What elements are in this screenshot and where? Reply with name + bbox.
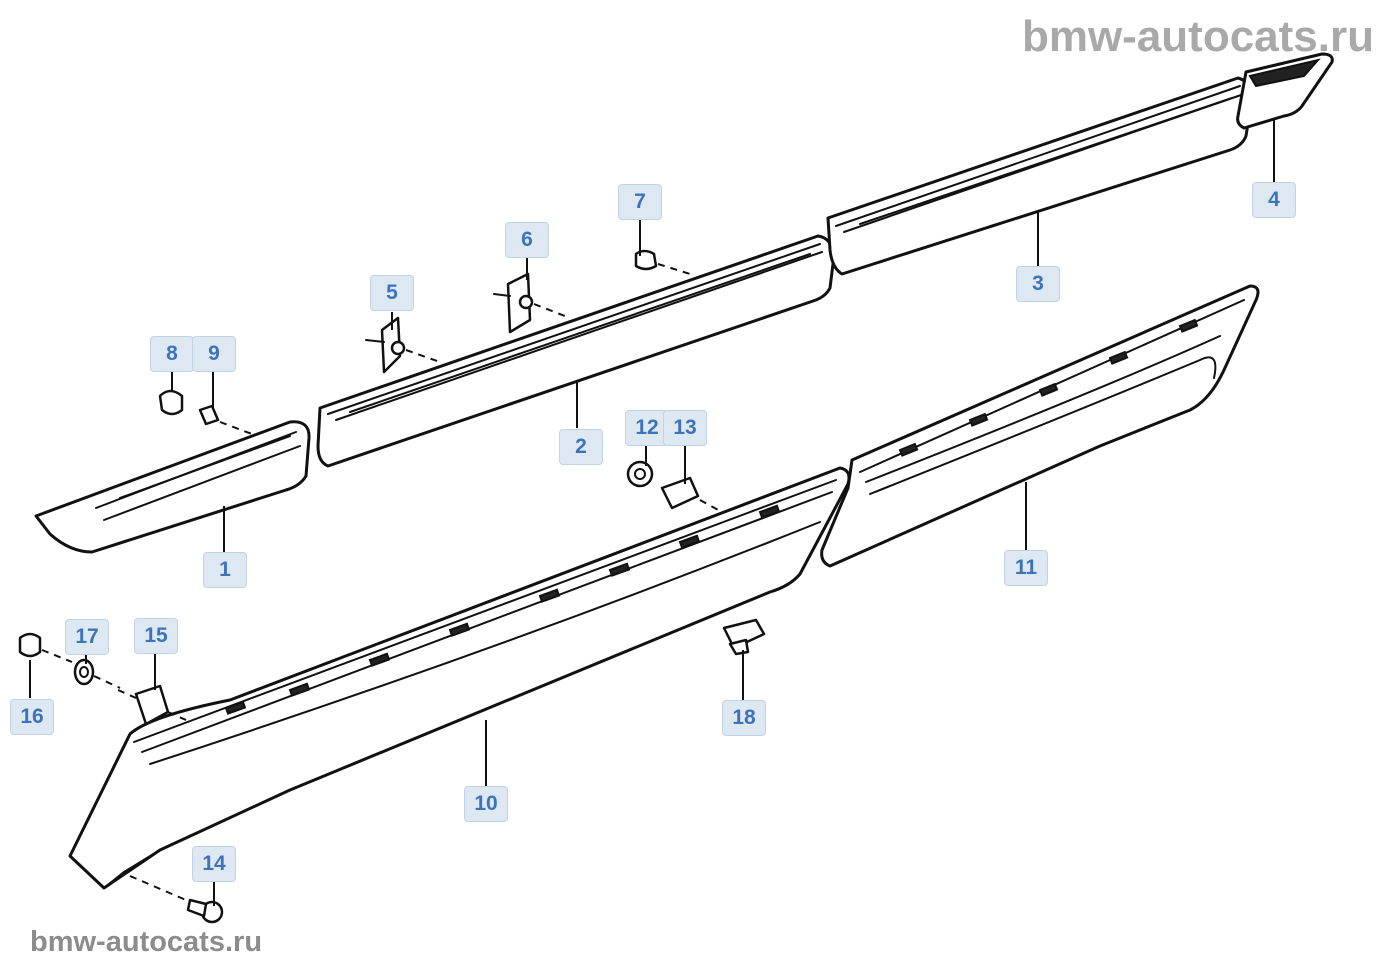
part-1-front-trim-strip [34,420,311,554]
part-6-clip [493,272,571,334]
callout-2[interactable]: 2 [559,429,603,465]
callout-17[interactable]: 17 [65,619,109,655]
callout-14[interactable]: 14 [192,846,236,882]
callout-11[interactable]: 11 [1004,550,1048,586]
callout-3[interactable]: 3 [1016,266,1060,302]
part-17-washer [73,658,121,689]
callout-6[interactable]: 6 [505,222,549,258]
part-16-nut [18,632,73,663]
part-5-clip [365,316,441,374]
part-12-nut [626,460,654,488]
callout-5[interactable]: 5 [370,275,414,311]
part-14-bolt [129,875,224,924]
part-3-rear-trim-strip [826,76,1254,276]
callout-8[interactable]: 8 [150,336,194,372]
part-10-rocker-panel-front [68,466,851,890]
watermark-top: bmw-autocats.ru [1021,12,1374,61]
part-13-clip [660,476,723,513]
part-9-stud [198,404,253,435]
part-15-clip [117,684,187,726]
callout-1[interactable]: 1 [203,552,247,588]
part-18-plug [722,618,766,656]
callout-9[interactable]: 9 [192,336,236,372]
rocker-clip-slots [224,504,781,715]
part-11-rocker-panel-rear [820,284,1260,568]
callout-15[interactable]: 15 [134,618,178,654]
callout-12[interactable]: 12 [625,410,669,446]
callout-18[interactable]: 18 [722,700,766,736]
leader-lines [29,118,1275,906]
watermark-bottom: bmw-autocats.ru [30,926,263,958]
rocker-rear-clip-slots [898,318,1199,457]
callout-4[interactable]: 4 [1252,182,1296,218]
part-7-nut [634,249,691,275]
part-8-nut [158,389,184,416]
callout-13[interactable]: 13 [663,410,707,446]
callout-10[interactable]: 10 [464,786,508,822]
callout-7[interactable]: 7 [618,184,662,220]
callout-16[interactable]: 16 [10,699,54,735]
part-4-end-cap [1236,52,1334,130]
